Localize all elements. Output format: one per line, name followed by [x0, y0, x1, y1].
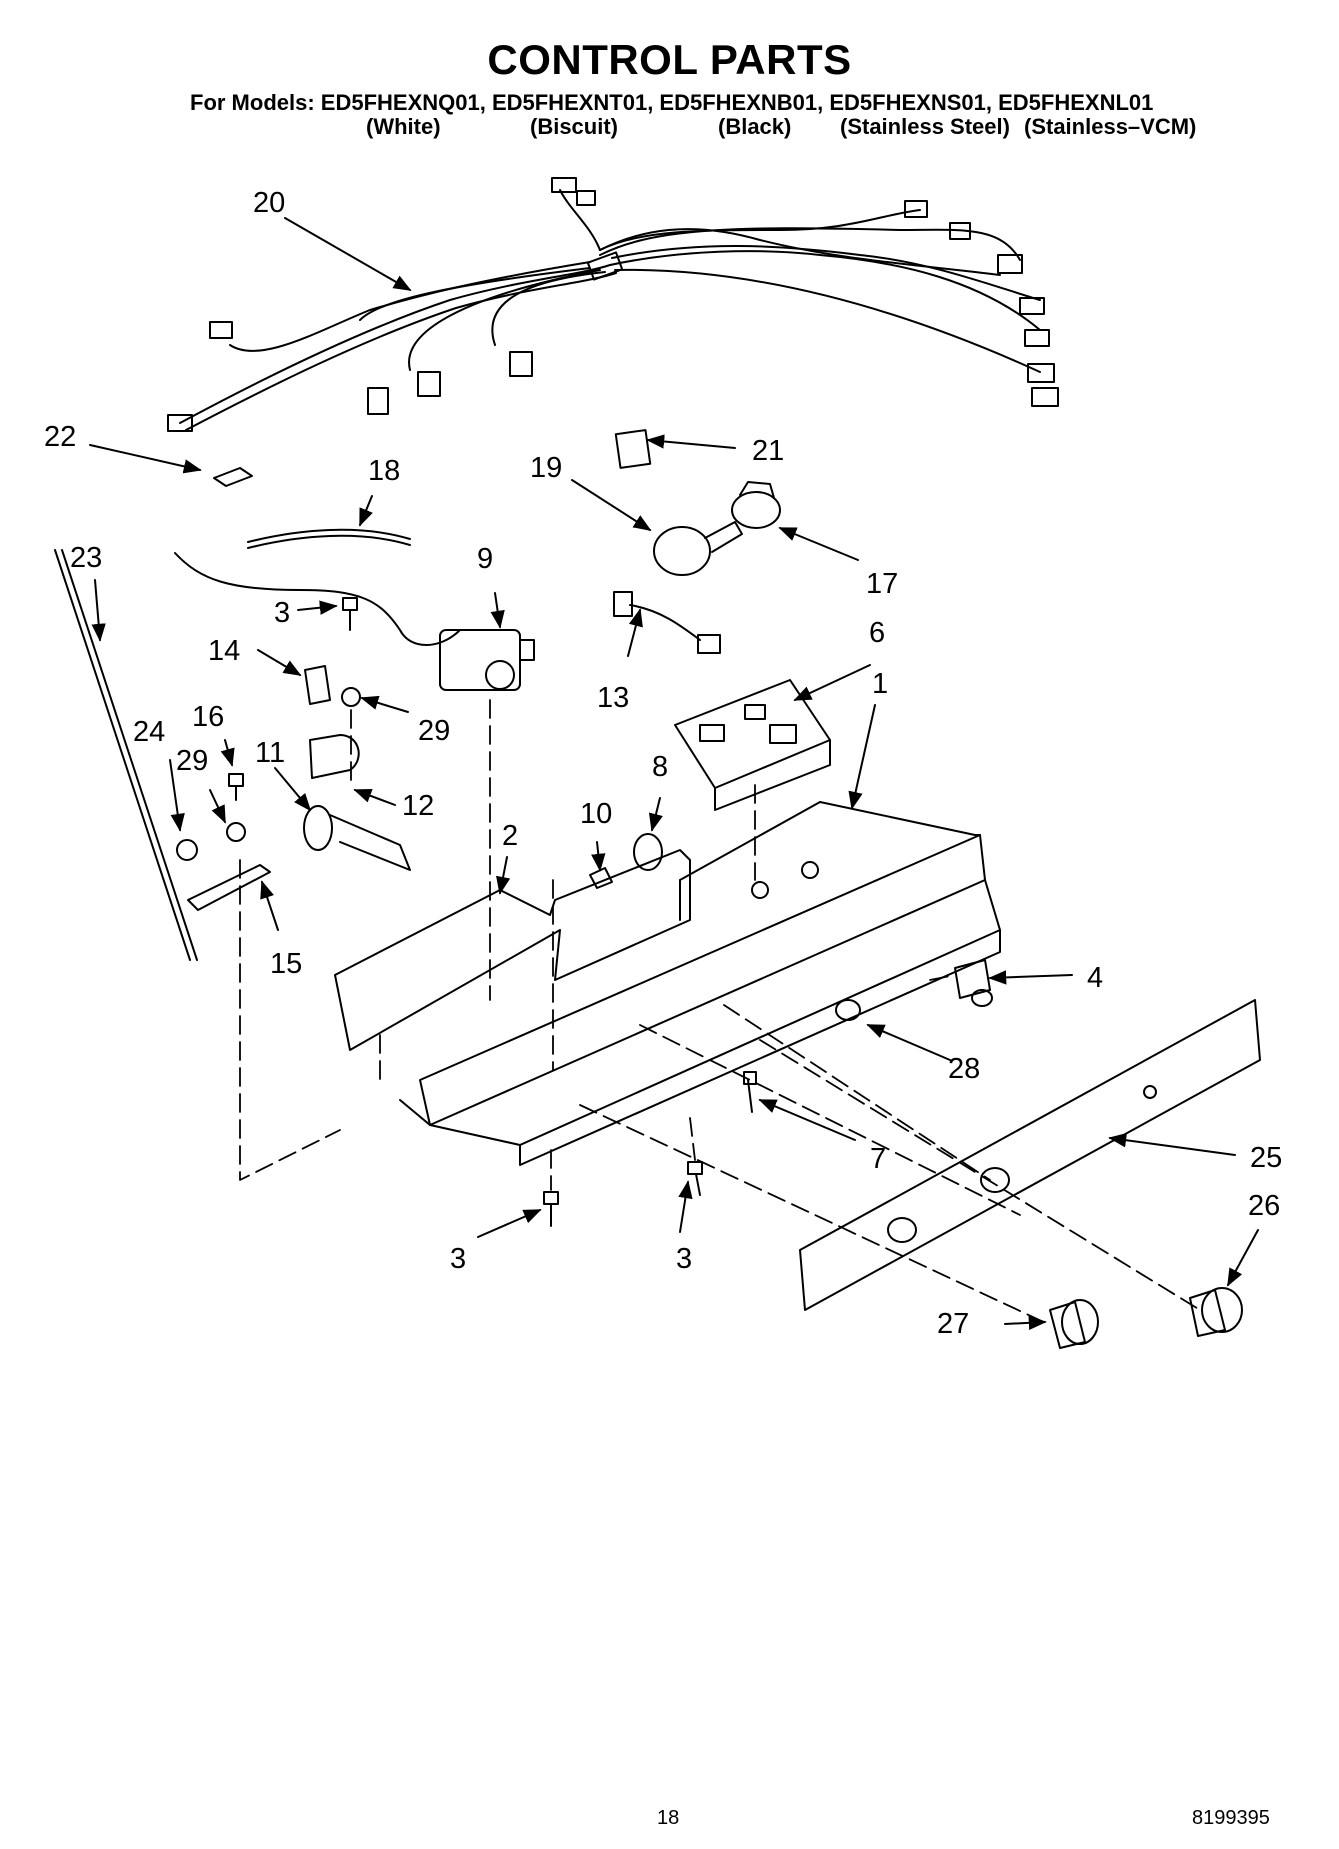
callout-24: 24 — [133, 716, 165, 748]
callout-22: 22 — [44, 421, 76, 453]
washer-24 — [176, 839, 198, 861]
part-23-rod — [54, 549, 198, 961]
callout-9: 9 — [477, 543, 493, 575]
callout-12: 12 — [402, 790, 434, 822]
callout-20: 20 — [253, 187, 285, 219]
callout-14: 14 — [208, 635, 240, 667]
callout-29-right: 29 — [418, 715, 450, 747]
part-22-clip — [213, 467, 253, 487]
screw-16 — [228, 773, 244, 801]
callout-6: 6 — [869, 617, 885, 649]
leader-arrows — [89, 217, 1259, 1331]
callout-4: 4 — [1087, 962, 1103, 994]
callout-3-bottom-right: 3 — [676, 1243, 692, 1275]
callout-11: 11 — [255, 737, 285, 769]
part-25-panel — [799, 999, 1261, 1311]
callout-labels: 20 22 21 19 18 17 23 9 3 14 29 13 6 16 2… — [44, 187, 1282, 1340]
callout-3-top: 3 — [274, 597, 290, 629]
callout-7: 7 — [870, 1143, 886, 1175]
callout-19: 19 — [530, 452, 562, 484]
callout-21: 21 — [752, 435, 784, 467]
callout-13: 13 — [597, 682, 629, 714]
part-1-housing — [399, 801, 1001, 1166]
part-13-connector — [613, 591, 721, 654]
part-9-thermostat — [439, 629, 535, 691]
callout-29-left: 29 — [176, 745, 208, 777]
washer-29-left — [226, 822, 246, 842]
part-11-shaft — [303, 805, 411, 871]
assembly-dashed-lines — [239, 699, 1201, 1326]
callout-16: 16 — [192, 701, 224, 733]
callout-1: 1 — [872, 668, 888, 700]
callout-25: 25 — [1250, 1142, 1282, 1174]
models-line: For Models: ED5FHEXNQ01, ED5FHEXNT01, ED… — [190, 90, 1154, 115]
washer-29-top — [341, 687, 361, 707]
callout-23: 23 — [70, 542, 102, 574]
wire-harness — [167, 177, 1059, 432]
page-title: CONTROL PARTS — [487, 36, 852, 83]
screw-3-bottom-left — [543, 1191, 559, 1227]
part-4-switch — [954, 959, 993, 1007]
callout-15: 15 — [270, 948, 302, 980]
part-8-grommet — [633, 833, 663, 871]
part-28-button — [835, 999, 861, 1021]
part-17-socket — [731, 481, 781, 529]
color-black: (Black) — [718, 114, 792, 139]
part-26-knob — [1189, 1287, 1243, 1337]
screw-7 — [747, 1079, 753, 1113]
thermostat-capillary — [174, 552, 461, 646]
color-biscuit: (Biscuit) — [530, 114, 618, 139]
part-6-control-board — [674, 679, 831, 811]
page-number: 18 — [657, 1807, 680, 1829]
part-2-bracket — [334, 849, 691, 1051]
part-21-bracket — [614, 429, 652, 469]
part-27-knob — [1049, 1299, 1099, 1349]
callout-3-bottom-left: 3 — [450, 1243, 466, 1275]
part-18-tube-edge — [247, 528, 411, 543]
part-14-bracket — [304, 665, 331, 705]
callout-17: 17 — [866, 568, 898, 600]
document-number: 8199395 — [1192, 1807, 1270, 1829]
screw-3-top — [342, 597, 358, 631]
color-stainless-vcm: (Stainless–VCM) — [1024, 114, 1197, 139]
callout-26: 26 — [1248, 1190, 1280, 1222]
part-12-clamp — [309, 734, 360, 779]
callout-8: 8 — [652, 751, 668, 783]
color-stainless-steel: (Stainless Steel) — [840, 114, 1010, 139]
screw-3-bottom-right — [687, 1161, 703, 1196]
callout-27: 27 — [937, 1308, 969, 1340]
color-white: (White) — [366, 114, 441, 139]
callout-10: 10 — [580, 798, 612, 830]
callout-18: 18 — [368, 455, 400, 487]
part-15-arm — [187, 864, 271, 911]
part-18-tube — [247, 534, 411, 549]
callout-28: 28 — [948, 1053, 980, 1085]
callout-2: 2 — [502, 820, 518, 852]
part-19-bulb — [653, 521, 743, 576]
